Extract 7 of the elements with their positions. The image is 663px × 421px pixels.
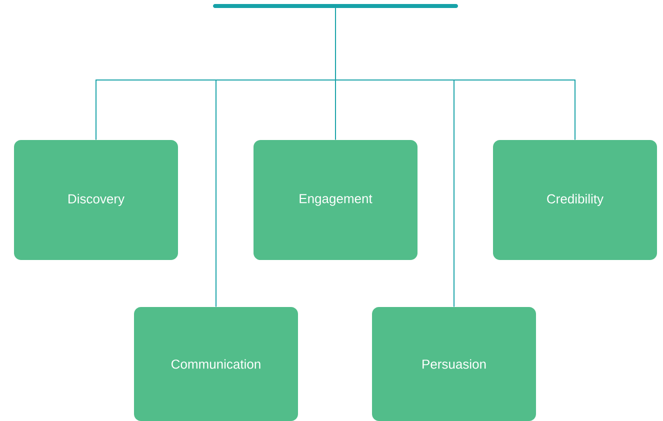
label-box: Discovery xyxy=(14,140,178,260)
top-bar xyxy=(213,4,458,8)
label-box: Credibility xyxy=(493,140,657,260)
label-box: Communication xyxy=(134,307,298,421)
connector-line xyxy=(335,8,576,140)
label-box: Engagement xyxy=(254,140,418,260)
label-box: Persuasion xyxy=(372,307,536,421)
